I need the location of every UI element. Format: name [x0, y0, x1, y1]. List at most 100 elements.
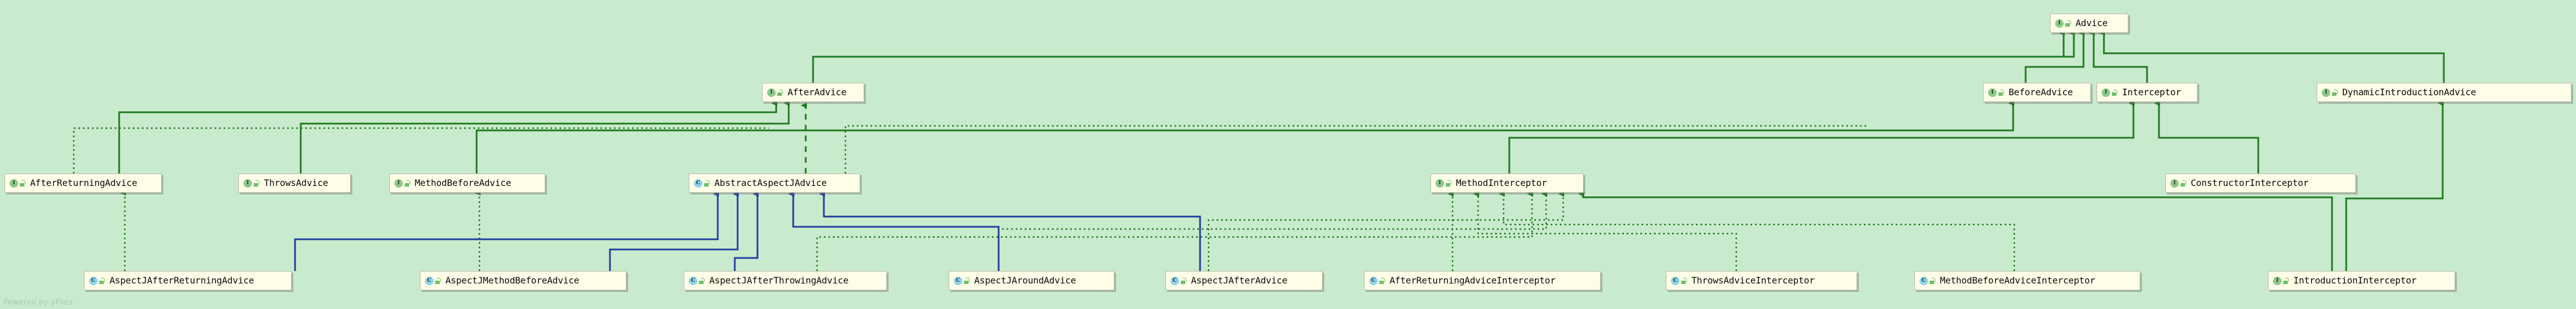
class-icon: C — [1369, 276, 1378, 285]
class-name-label: IntroductionInterceptor — [2293, 275, 2417, 286]
class-name-label: DynamicIntroductionAdvice — [2342, 87, 2476, 98]
class-name-label: AspectJMethodBeforeAdvice — [445, 275, 579, 286]
class-name-label: AbstractAspectJAdvice — [714, 177, 827, 188]
interface-icon: I — [2102, 88, 2110, 97]
class-node-constructor-interceptor[interactable]: I ConstructorInterceptor — [2165, 173, 2356, 193]
class-name-label: AspectJAroundAdvice — [974, 275, 1076, 286]
node-glyphs: C — [1671, 276, 1687, 285]
class-node-dynamic-introduction-advice[interactable]: I DynamicIntroductionAdvice — [2317, 83, 2571, 102]
class-node-after-returning-advice[interactable]: I AfterReturningAdvice — [5, 173, 162, 193]
unlock-icon — [435, 277, 441, 284]
interface-icon: I — [2273, 276, 2282, 285]
unlock-icon — [2065, 20, 2071, 27]
node-glyphs: C — [1171, 276, 1186, 285]
unlock-icon — [1930, 277, 1935, 284]
class-name-label: MethodInterceptor — [1456, 177, 1547, 188]
class-node-method-interceptor[interactable]: I MethodInterceptor — [1430, 173, 1584, 193]
class-name-label: AspectJAfterReturningAdvice — [110, 275, 254, 286]
node-glyphs: C — [1920, 276, 1935, 285]
class-node-abstract-aspectj-advice[interactable]: C AbstractAspectJAdvice — [689, 173, 860, 193]
node-glyphs: I — [2273, 276, 2289, 285]
class-node-throws-advice-interceptor[interactable]: C ThrowsAdviceInterceptor — [1666, 271, 1857, 290]
class-node-advice[interactable]: I Advice — [2050, 14, 2128, 33]
node-glyphs: I — [243, 179, 259, 188]
unlock-icon — [20, 180, 26, 187]
class-icon: C — [689, 276, 697, 285]
class-node-before-advice[interactable]: I BeforeAdvice — [1983, 83, 2091, 102]
class-name-label: ConstructorInterceptor — [2191, 177, 2309, 188]
interface-icon: I — [767, 88, 776, 97]
class-node-throws-advice[interactable]: I ThrowsAdvice — [238, 173, 351, 193]
unlock-icon — [699, 277, 705, 284]
node-glyphs: C — [954, 276, 970, 285]
class-name-label: Advice — [2076, 18, 2108, 28]
class-icon: C — [1671, 276, 1680, 285]
node-glyphs: I — [2322, 88, 2338, 97]
node-glyphs: C — [425, 276, 441, 285]
unlock-icon — [99, 277, 105, 284]
class-name-label: MethodBeforeAdvice — [415, 177, 511, 188]
edges-generalization-blue — [294, 191, 1201, 271]
node-glyphs: I — [394, 179, 410, 188]
class-node-introduction-interceptor[interactable]: I IntroductionInterceptor — [2268, 271, 2455, 290]
interface-icon: I — [1988, 88, 1997, 97]
class-name-label: AfterReturningAdviceInterceptor — [1390, 275, 1556, 286]
interface-icon: I — [10, 179, 18, 188]
interface-icon: I — [243, 179, 252, 188]
class-node-method-before-advice[interactable]: I MethodBeforeAdvice — [389, 173, 545, 193]
node-glyphs: I — [767, 88, 783, 97]
class-node-aspectj-around-advice[interactable]: C AspectJAroundAdvice — [949, 271, 1114, 290]
node-glyphs: I — [10, 179, 26, 188]
interface-icon: I — [2170, 179, 2179, 188]
class-name-label: MethodBeforeAdviceInterceptor — [1940, 275, 2095, 286]
node-glyphs: I — [2170, 179, 2186, 188]
yfiles-watermark: Powered by yFiles — [3, 298, 73, 307]
unlock-icon — [254, 180, 259, 187]
class-name-label: AspectJAfterThrowingAdvice — [709, 275, 849, 286]
class-node-aspectj-after-advice[interactable]: C AspectJAfterAdvice — [1165, 271, 1323, 290]
unlock-icon — [1446, 180, 1451, 187]
class-node-interceptor[interactable]: I Interceptor — [2097, 83, 2198, 102]
unlock-icon — [1181, 277, 1186, 284]
unlock-icon — [1681, 277, 1687, 284]
edges-extends-to-advice — [812, 30, 2445, 83]
unlock-icon — [2283, 277, 2289, 284]
class-name-label: ThrowsAdviceInterceptor — [1691, 275, 1815, 286]
unlock-icon — [2332, 89, 2338, 96]
unlock-icon — [1379, 277, 1385, 284]
unlock-icon — [777, 89, 783, 96]
interface-icon: I — [394, 179, 403, 188]
node-glyphs: I — [2102, 88, 2118, 97]
unlock-icon — [1998, 89, 2004, 96]
node-glyphs: C — [689, 276, 705, 285]
class-node-aspectj-after-returning-advice[interactable]: C AspectJAfterReturningAdvice — [84, 271, 292, 290]
unlock-icon — [704, 180, 710, 187]
class-icon: C — [89, 276, 98, 285]
node-glyphs: C — [1369, 276, 1385, 285]
class-node-aspectj-method-before-advice[interactable]: C AspectJMethodBeforeAdvice — [420, 271, 626, 290]
class-name-label: AfterAdvice — [788, 87, 847, 98]
class-icon: C — [694, 179, 702, 188]
class-name-label: Interceptor — [2122, 87, 2181, 98]
unlock-icon — [2181, 180, 2186, 187]
interface-icon: I — [2322, 88, 2330, 97]
node-glyphs: C — [694, 179, 710, 188]
class-node-method-before-advice-interceptor[interactable]: C MethodBeforeAdviceInterceptor — [1914, 271, 2140, 290]
node-glyphs: I — [1988, 88, 2004, 97]
unlock-icon — [2112, 89, 2118, 96]
class-name-label: AspectJAfterAdvice — [1191, 275, 1287, 286]
edges-implements-dotted-green — [73, 125, 2015, 271]
unlock-icon — [405, 180, 410, 187]
interface-icon: I — [2055, 19, 2064, 28]
node-glyphs: C — [89, 276, 105, 285]
class-icon: C — [954, 276, 962, 285]
class-node-after-returning-advice-interceptor[interactable]: C AfterReturningAdviceInterceptor — [1364, 271, 1601, 290]
node-glyphs: I — [1436, 179, 1451, 188]
class-node-aspectj-after-throwing-advice[interactable]: C AspectJAfterThrowingAdvice — [684, 271, 887, 290]
class-icon: C — [425, 276, 433, 285]
interface-icon: I — [1436, 179, 1444, 188]
unlock-icon — [964, 277, 970, 284]
class-node-after-advice[interactable]: I AfterAdvice — [762, 83, 864, 102]
